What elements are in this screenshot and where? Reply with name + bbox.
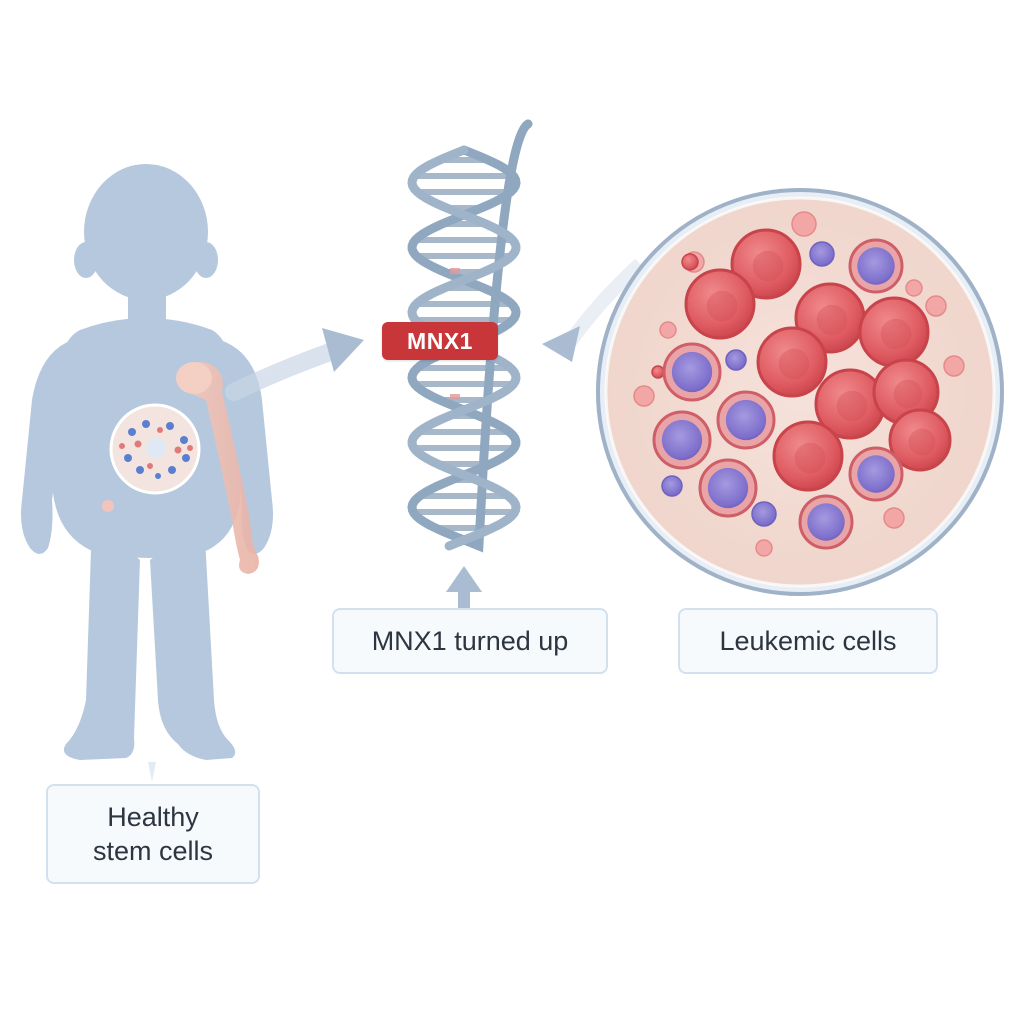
small-red-cell xyxy=(755,539,773,557)
gene-tag-mnx1: MNX1 xyxy=(382,322,498,360)
red-blood-cell xyxy=(681,253,699,271)
arrow-to-dna xyxy=(225,328,364,401)
arrow-from-cells xyxy=(542,258,645,362)
small-red-cell xyxy=(883,507,905,529)
leukemic-blast-cell xyxy=(798,494,854,550)
small-red-cell xyxy=(905,279,923,297)
leukemic-blast-cell xyxy=(751,501,777,527)
small-red-cell xyxy=(925,295,947,317)
label-leukemic-cells: Leukemic cells xyxy=(678,608,938,674)
label-healthy-stem-cells: Healthy stem cells xyxy=(46,784,260,884)
cell-nucleus xyxy=(707,467,749,509)
cell-nucleus xyxy=(661,419,703,461)
red-blood-cell xyxy=(858,296,930,368)
arrow-up-to-dna xyxy=(446,566,482,612)
leukemic-blast-cell xyxy=(848,446,904,502)
small-red-cell xyxy=(659,321,677,339)
label-healthy-line2: stem cells xyxy=(92,836,214,866)
leukemic-blast-cell xyxy=(652,410,712,470)
leukemic-blast-cell xyxy=(725,349,747,371)
cell-nucleus xyxy=(857,455,895,493)
red-blood-cell xyxy=(756,326,828,398)
red-blood-cell xyxy=(888,408,952,472)
red-blood-cell xyxy=(684,268,756,340)
small-red-cell xyxy=(943,355,965,377)
leukemic-cells-circle xyxy=(596,188,1004,596)
cell-nucleus xyxy=(725,399,767,441)
red-blood-cell xyxy=(772,420,844,492)
cell-nucleus xyxy=(857,247,895,285)
bone-marrow-inset xyxy=(102,403,201,512)
red-blood-cell xyxy=(872,358,940,426)
leukemic-blast-cell xyxy=(661,475,683,497)
label-mnx1-turned-up: MNX1 turned up xyxy=(332,608,608,674)
leukemic-blast-cell xyxy=(848,238,904,294)
leukemic-blast-cell xyxy=(662,342,722,402)
red-blood-cell xyxy=(651,365,665,379)
leukemic-blast-cell xyxy=(809,241,835,267)
bone-illustration xyxy=(176,362,259,574)
leukemic-blast-cell xyxy=(698,458,758,518)
small-red-cell xyxy=(633,385,655,407)
red-blood-cell xyxy=(730,228,802,300)
leukemic-blast-cell xyxy=(716,390,776,450)
red-blood-cell xyxy=(814,368,886,440)
cell-nucleus xyxy=(671,351,713,393)
label-healthy-line1: Healthy xyxy=(107,802,199,832)
cell-nucleus xyxy=(807,503,845,541)
pointer-healthy xyxy=(148,762,156,782)
small-red-cell xyxy=(791,211,817,237)
